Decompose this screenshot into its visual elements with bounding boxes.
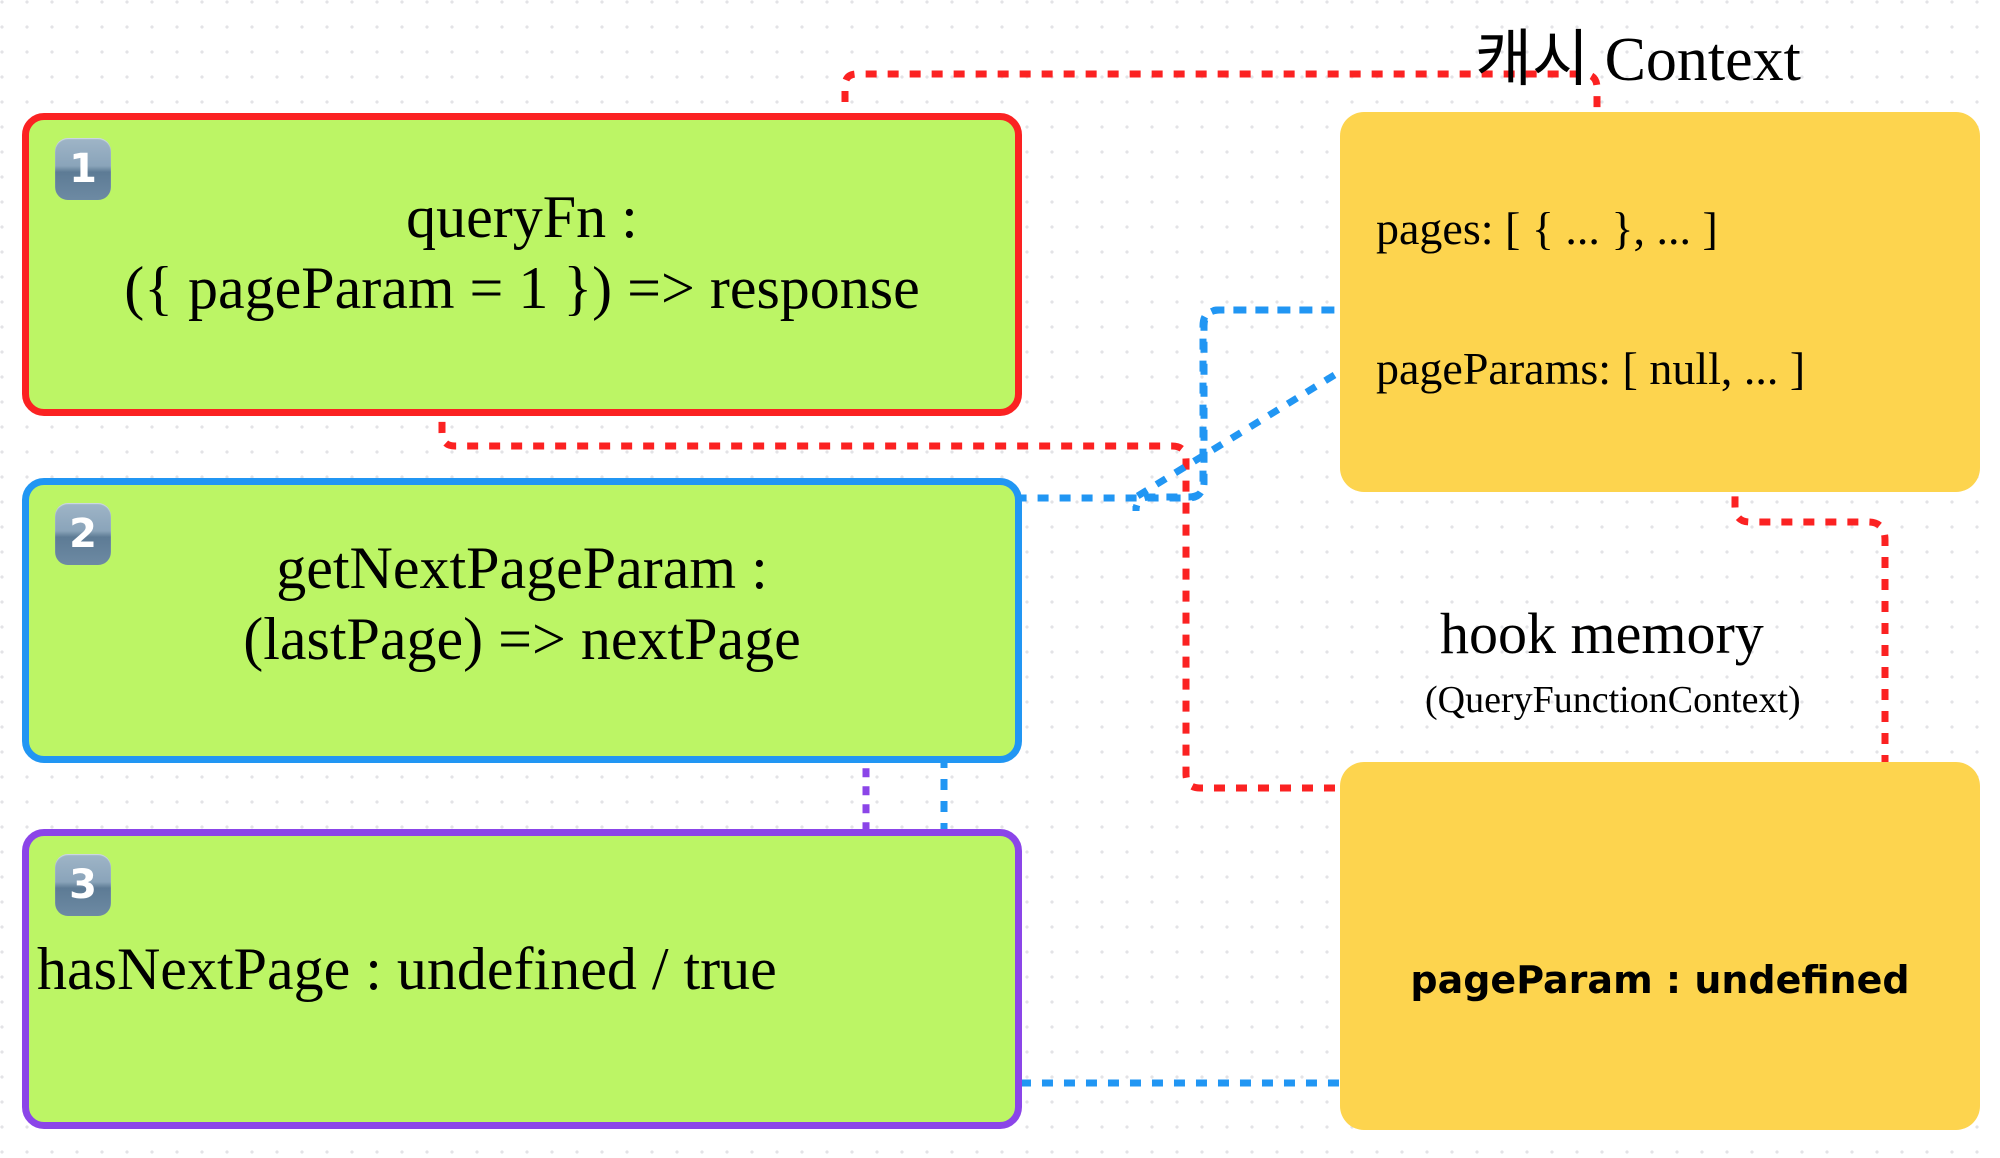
hook-memory-pageparam-line: pageParam : undefined xyxy=(1410,958,1910,1002)
cache-context-pageparams-line: pageParams: [ null, ... ] xyxy=(1376,343,1806,394)
panel-queryfn[interactable]: 1 queryFn : ({ pageParam = 1 }) => respo… xyxy=(22,113,1022,416)
panel-queryfn-line-1: queryFn : xyxy=(406,184,638,250)
hook-memory-subtitle: (QueryFunctionContext) xyxy=(1425,679,1801,721)
cache-context-card[interactable]: pages: [ { ... }, ... ] pageParams: [ nu… xyxy=(1340,112,1980,492)
cache-context-title: 캐시 Context xyxy=(1475,26,1801,94)
panel-hasnextpage[interactable]: 3 hasNextPage : undefined / true xyxy=(22,829,1022,1129)
panel-getnextpageparam-line-1: getNextPageParam : xyxy=(276,535,768,601)
panel-queryfn-text: queryFn : ({ pageParam = 1 }) => respons… xyxy=(29,182,1015,324)
panel-getnextpageparam[interactable]: 2 getNextPageParam : (lastPage) => nextP… xyxy=(22,478,1022,763)
panel-getnextpageparam-line-2: (lastPage) => nextPage xyxy=(243,605,801,672)
panel-getnextpageparam-text: getNextPageParam : (lastPage) => nextPag… xyxy=(29,533,1015,675)
hook-memory-card[interactable]: pageParam : undefined xyxy=(1340,762,1980,1130)
hook-memory-title: hook memory xyxy=(1440,601,1764,666)
step-badge-2: 2 xyxy=(55,503,111,565)
step-badge-3: 3 xyxy=(55,854,111,916)
step-badge-1: 1 xyxy=(55,138,111,200)
panel-queryfn-line-2: ({ pageParam = 1 }) => response xyxy=(124,254,920,321)
cache-context-pages-line: pages: [ { ... }, ... ] xyxy=(1376,203,1718,254)
panel-hasnextpage-text: hasNextPage : undefined / true xyxy=(29,934,1015,1005)
panel-hasnextpage-line-1: hasNextPage : undefined / true xyxy=(37,936,777,1002)
